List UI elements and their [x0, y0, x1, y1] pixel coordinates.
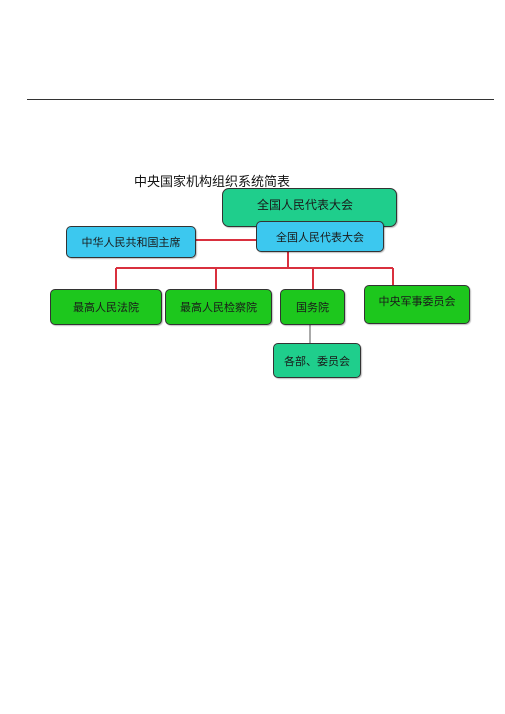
node-supreme-court: 最高人民法院: [50, 289, 162, 325]
node-npc-standing: 全国人民代表大会: [256, 221, 384, 252]
node-npc-standing-label: 全国人民代表大会: [276, 230, 364, 244]
node-state-council: 国务院: [280, 289, 345, 325]
node-npc-label: 全国人民代表大会: [257, 198, 354, 212]
node-procuratorate: 最高人民检察院: [165, 289, 272, 325]
node-military-commission: 中央军事委员会: [364, 285, 470, 324]
node-procuratorate-label: 最高人民检察院: [180, 301, 257, 314]
node-military-commission-label: 中央军事委员会: [378, 294, 456, 308]
node-president-label: 中华人民共和国主席: [81, 236, 181, 249]
node-ministries: 各部、委员会: [273, 343, 361, 378]
diagram-title: 中央国家机构组织系统简表: [134, 175, 291, 190]
node-state-council-label: 国务院: [296, 301, 329, 314]
header-rule: [27, 99, 494, 100]
node-ministries-label: 各部、委员会: [284, 354, 350, 368]
node-president: 中华人民共和国主席: [66, 226, 196, 258]
node-supreme-court-label: 最高人民法院: [73, 301, 139, 314]
